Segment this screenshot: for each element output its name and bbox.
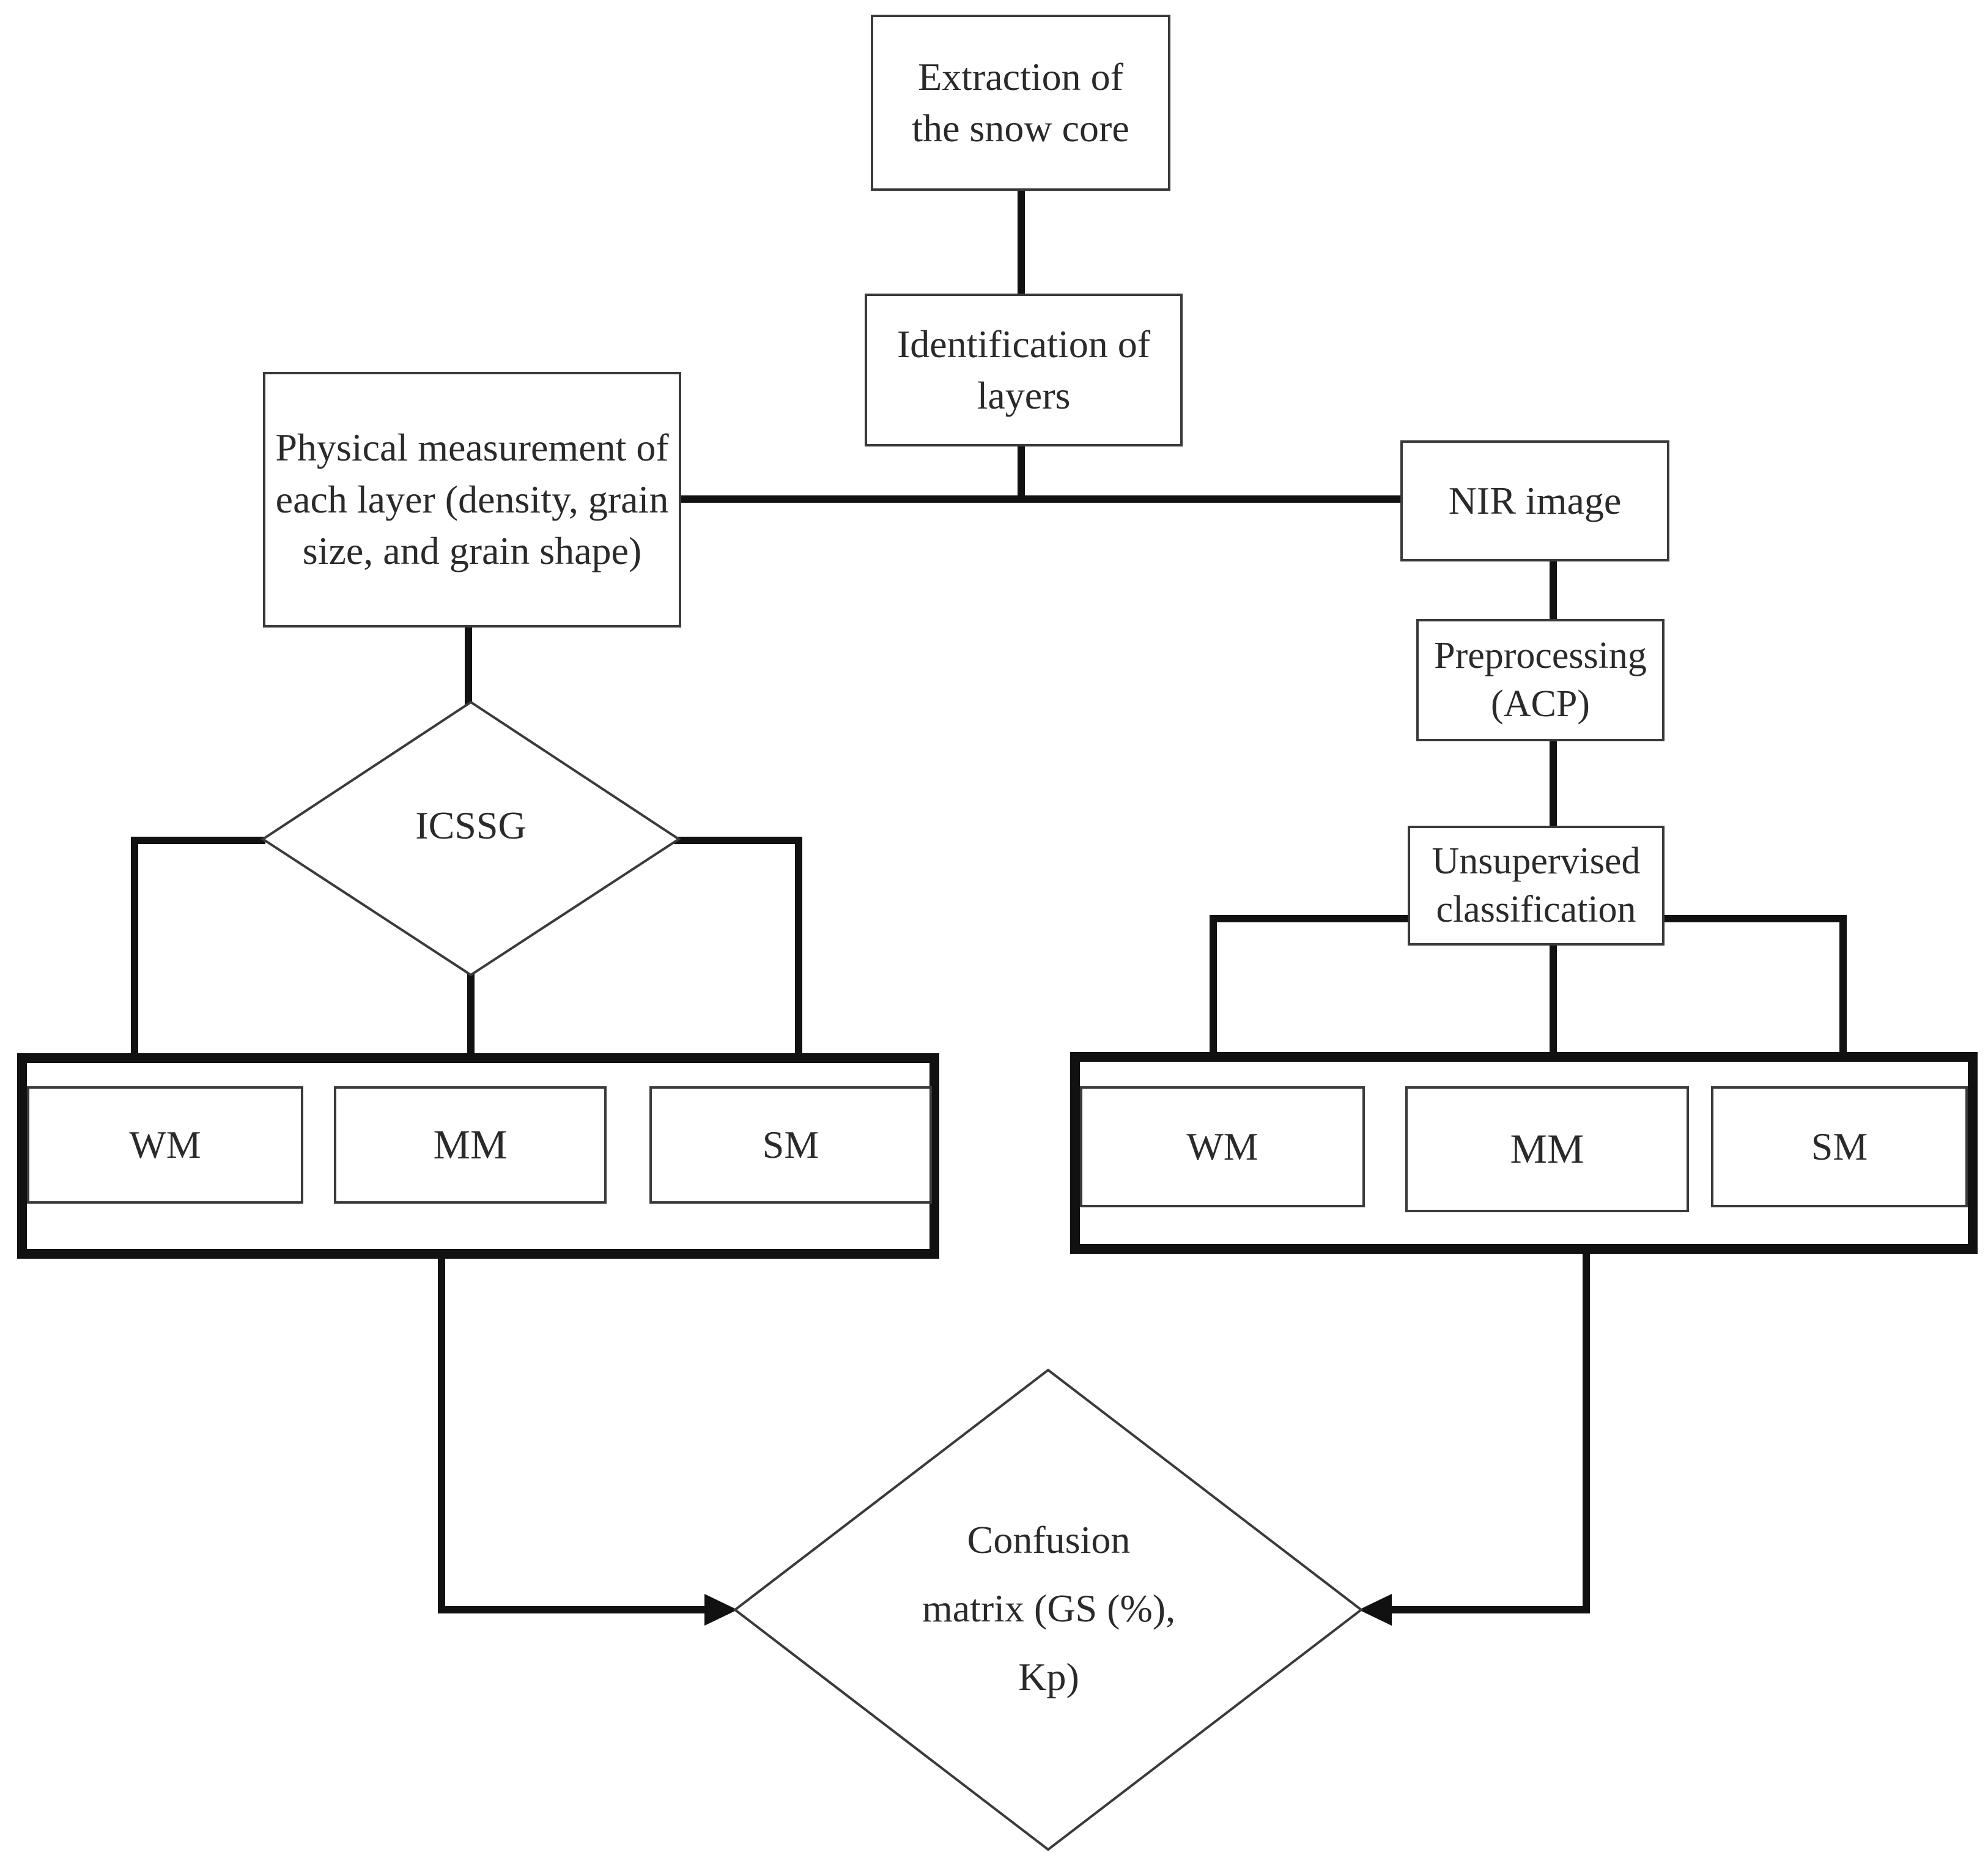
left-sm-label: SM xyxy=(762,1122,819,1166)
identification-label: Identification of layers xyxy=(896,322,1151,417)
right-sm-label: SM xyxy=(1811,1124,1868,1168)
arrow-right-to-confusion xyxy=(1359,1594,1392,1626)
right-mm-box: MM xyxy=(1405,1086,1689,1212)
icssg-label-wrap: ICSSG xyxy=(342,789,599,862)
preprocessing-box: Preprocessing (ACP) xyxy=(1416,619,1665,741)
nir-image-box: NIR image xyxy=(1400,440,1669,561)
icssg-label: ICSSG xyxy=(415,804,527,847)
icssg-diamond xyxy=(261,700,681,977)
physical-measurement-box: Physical measurement of each layer (dens… xyxy=(263,372,681,628)
line-icssg-right xyxy=(674,837,802,1059)
line-unsupervised-left xyxy=(1210,915,1411,1057)
unsupervised-classification-box: Unsupervised classification xyxy=(1408,826,1665,946)
preprocessing-label: Preprocessing (ACP) xyxy=(1434,634,1647,725)
right-mm-label: MM xyxy=(1510,1125,1584,1172)
left-mm-box: MM xyxy=(334,1086,607,1204)
line-right-confusion xyxy=(1383,1251,1590,1613)
right-wm-box: WM xyxy=(1080,1086,1365,1207)
unsupervised-classification-label: Unsupervised classification xyxy=(1432,840,1641,930)
line-unsupervised-right xyxy=(1660,915,1847,1057)
right-wm-label: WM xyxy=(1186,1124,1258,1168)
physical-measurement-label: Physical measurement of each layer (dens… xyxy=(275,426,669,573)
confusion-label-wrap: Confusion matrix (GS (%), Kp) xyxy=(917,1492,1180,1725)
left-sm-box: SM xyxy=(649,1086,932,1204)
confusion-diamond xyxy=(733,1368,1364,1851)
line-icssg-left xyxy=(131,837,265,1059)
extraction-box: Extraction of the snow core xyxy=(871,15,1170,191)
line-left-confusion xyxy=(438,1254,714,1613)
left-wm-box: WM xyxy=(27,1086,303,1204)
nir-image-label: NIR image xyxy=(1448,478,1622,522)
left-mm-label: MM xyxy=(433,1121,508,1168)
confusion-label: Confusion matrix (GS (%), Kp) xyxy=(922,1518,1176,1698)
arrow-left-to-confusion xyxy=(704,1594,737,1626)
extraction-label: Extraction of the snow core xyxy=(912,54,1129,150)
identification-box: Identification of layers xyxy=(865,294,1183,446)
left-wm-label: WM xyxy=(129,1122,201,1166)
right-sm-box: SM xyxy=(1711,1086,1968,1207)
